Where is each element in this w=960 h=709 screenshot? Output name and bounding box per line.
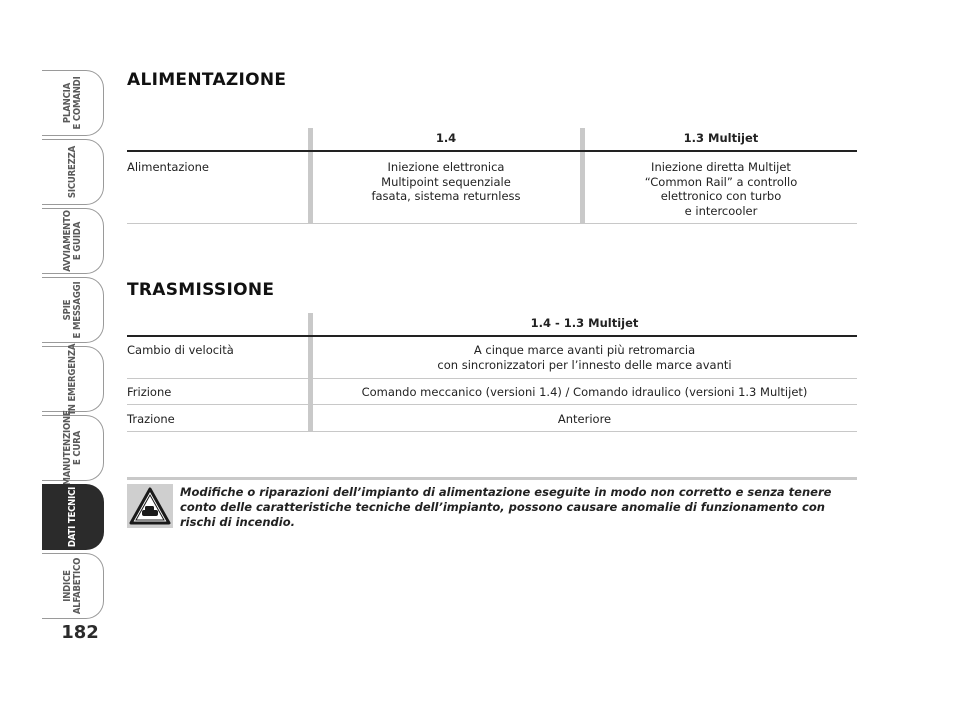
tab-avviamento-e-guida[interactable]: AVVIAMENTO E GUIDA xyxy=(42,208,104,274)
column-divider xyxy=(308,128,313,224)
warning-rule xyxy=(127,477,857,480)
row-label-alimentazione: Alimentazione xyxy=(127,160,210,174)
value-frizione: Comando meccanico (versioni 1.4) / Coman… xyxy=(361,385,808,399)
row-rule xyxy=(127,431,857,432)
value-trazione: Anteriore xyxy=(557,412,612,426)
row-rule xyxy=(127,404,857,405)
row-label-trazione: Trazione xyxy=(127,412,175,426)
tab-label: PLANCIA E COMANDI xyxy=(61,76,83,130)
value-alimentazione-1-4: Iniezione elettronica Multipoint sequenz… xyxy=(371,160,521,203)
section-title-alimentazione: ALIMENTAZIONE xyxy=(127,70,287,90)
tab-dati-tecnici[interactable]: DATI TECNICI xyxy=(42,484,104,550)
tab-spie-e-messaggi[interactable]: SPIE E MESSAGGI xyxy=(42,277,104,343)
row-label-cambio: Cambio di velocità xyxy=(127,343,234,357)
warning-text: Modifiche o riparazioni dell’impianto di… xyxy=(180,485,832,529)
column-header-1-3-multijet: 1.3 Multijet xyxy=(683,131,759,145)
section-title-trasmissione: TRASMISSIONE xyxy=(127,280,275,300)
column-divider xyxy=(308,313,313,432)
value-alimentazione-1-3-multijet: Iniezione diretta Multijet “Common Rail”… xyxy=(644,160,798,218)
warning-box xyxy=(127,484,173,528)
tab-in-emergenza[interactable]: IN EMERGENZA xyxy=(42,343,104,415)
tab-label: IN EMERGENZA xyxy=(66,343,78,415)
column-header-1-4-1-3-multijet: 1.4 - 1.3 Multijet xyxy=(530,316,639,330)
tab-label: DATI TECNICI xyxy=(66,486,78,548)
value-cambio: A cinque marce avanti più retromarcia co… xyxy=(437,343,732,372)
tab-label: MANUTENZIONE E CURA xyxy=(61,410,83,486)
header-rule xyxy=(127,150,857,152)
tab-label: SPIE E MESSAGGI xyxy=(61,281,83,339)
header-rule xyxy=(127,335,857,337)
tab-indice-alfabetico[interactable]: INDICE ALFABETICO xyxy=(42,553,104,619)
page-number: 182 xyxy=(61,622,99,643)
row-rule xyxy=(127,223,857,224)
row-label-frizione: Frizione xyxy=(127,385,172,399)
tab-plancia-e-comandi[interactable]: PLANCIA E COMANDI xyxy=(42,70,104,136)
column-divider xyxy=(580,128,585,224)
warning-triangle-icon xyxy=(129,487,171,525)
tab-label: INDICE ALFABETICO xyxy=(61,557,83,615)
tab-label: AVVIAMENTO E GUIDA xyxy=(61,210,83,272)
tab-manutenzione-e-cura[interactable]: MANUTENZIONE E CURA xyxy=(42,410,104,486)
tab-label: SICUREZZA xyxy=(66,145,78,199)
tab-sicurezza[interactable]: SICUREZZA xyxy=(42,139,104,205)
column-header-1-4: 1.4 xyxy=(435,131,457,145)
row-rule xyxy=(127,378,857,379)
